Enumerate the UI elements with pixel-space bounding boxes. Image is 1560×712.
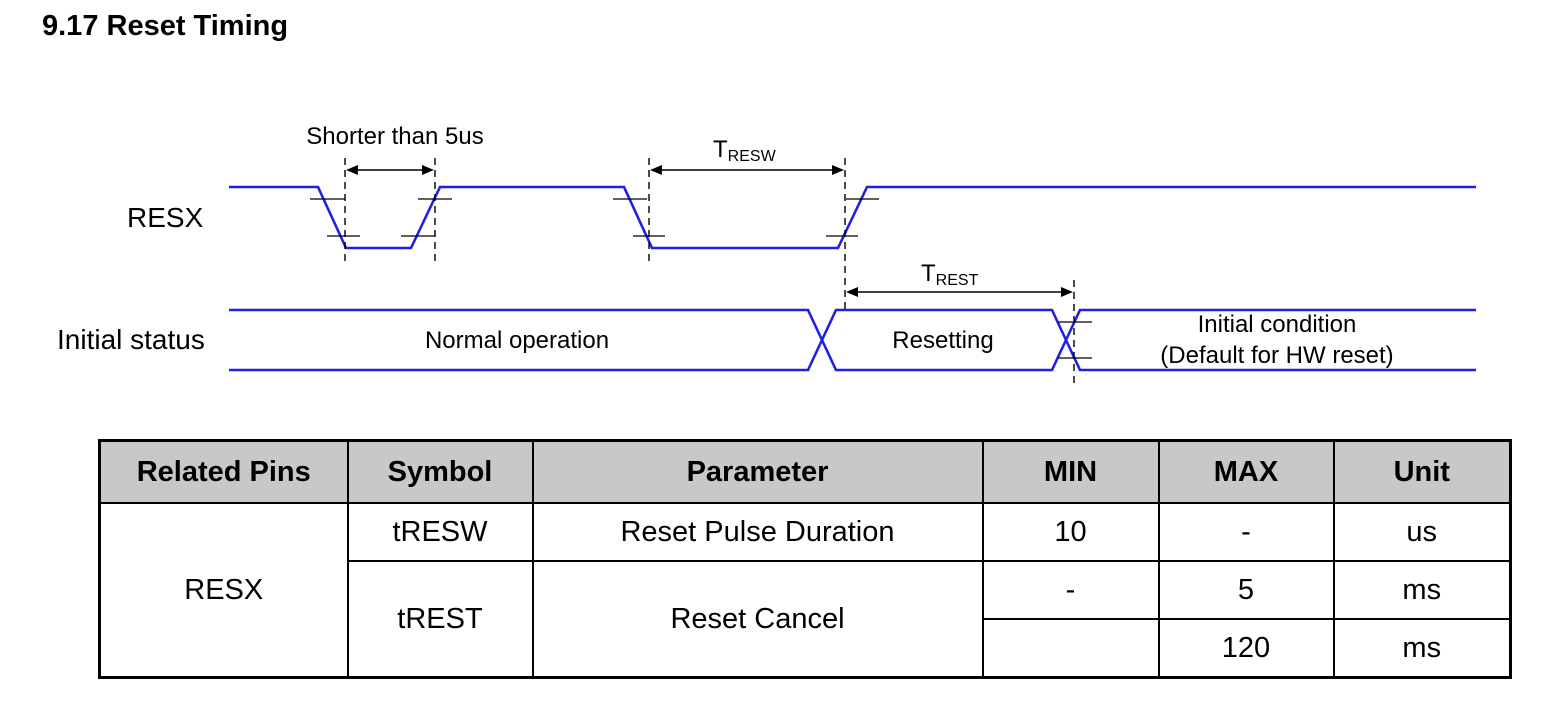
trest-label: TREST	[921, 260, 979, 289]
related-pin-cell: RESX	[98, 502, 349, 679]
parameter-cell: Reset Pulse Duration	[531, 502, 984, 562]
initial-condition-label: Initial condition	[1198, 311, 1357, 338]
max-cell: 5	[1157, 560, 1335, 620]
symbol-cell: tRESW	[346, 502, 534, 562]
min-cell	[981, 618, 1160, 679]
reference-dashes	[344, 158, 1075, 384]
tresw-label-sub: RESW	[728, 148, 777, 165]
normal-operation-label: Normal operation	[425, 327, 609, 354]
min-cell: -	[981, 560, 1160, 620]
status-bus-top	[229, 308, 1476, 372]
initial-status-label: Initial status	[57, 324, 205, 355]
header-max: MAX	[1157, 439, 1335, 504]
tresw-label: TRESW	[713, 136, 777, 165]
threshold-ticks	[310, 198, 1092, 359]
shorter-than-label: Shorter than 5us	[306, 123, 483, 150]
header-parameter: Parameter	[531, 439, 984, 504]
tresw-label-main: T	[713, 136, 728, 163]
max-cell: -	[1157, 502, 1335, 562]
reset-timing-diagram: RESX Initial status	[57, 123, 1476, 384]
status-bus-bottom	[229, 308, 1476, 372]
shorter-than-arrow	[346, 165, 434, 175]
default-hw-reset-label: (Default for HW reset)	[1160, 342, 1393, 369]
tresw-arrow	[650, 165, 844, 175]
reset-timing-table: Related Pins Symbol Parameter MIN MAX Un…	[98, 439, 1512, 679]
resx-signal-label: RESX	[127, 202, 204, 233]
section-title: 9.17 Reset Timing	[42, 10, 289, 42]
table-header-row: Related Pins Symbol Parameter MIN MAX Un…	[98, 439, 1512, 504]
unit-cell: ms	[1332, 560, 1512, 620]
unit-cell: us	[1332, 502, 1512, 562]
trest-label-sub: REST	[936, 272, 979, 289]
trest-arrow	[846, 287, 1073, 297]
trest-label-main: T	[921, 260, 936, 287]
max-cell: 120	[1157, 618, 1335, 679]
unit-cell: ms	[1332, 618, 1512, 679]
min-cell: 10	[981, 502, 1160, 562]
header-related-pins: Related Pins	[98, 439, 349, 504]
resx-waveform	[229, 185, 1476, 250]
parameter-cell: Reset Cancel	[531, 560, 984, 679]
resetting-label: Resetting	[892, 327, 993, 354]
table-row: 120 ms	[100, 618, 1512, 679]
header-unit: Unit	[1332, 439, 1512, 504]
symbol-cell: tREST	[346, 560, 534, 679]
header-symbol: Symbol	[346, 439, 534, 504]
table-row: tREST Reset Cancel - 5 ms	[100, 560, 1512, 679]
table-row: RESX tRESW Reset Pulse Duration 10 - us	[98, 502, 1512, 679]
header-min: MIN	[981, 439, 1160, 504]
